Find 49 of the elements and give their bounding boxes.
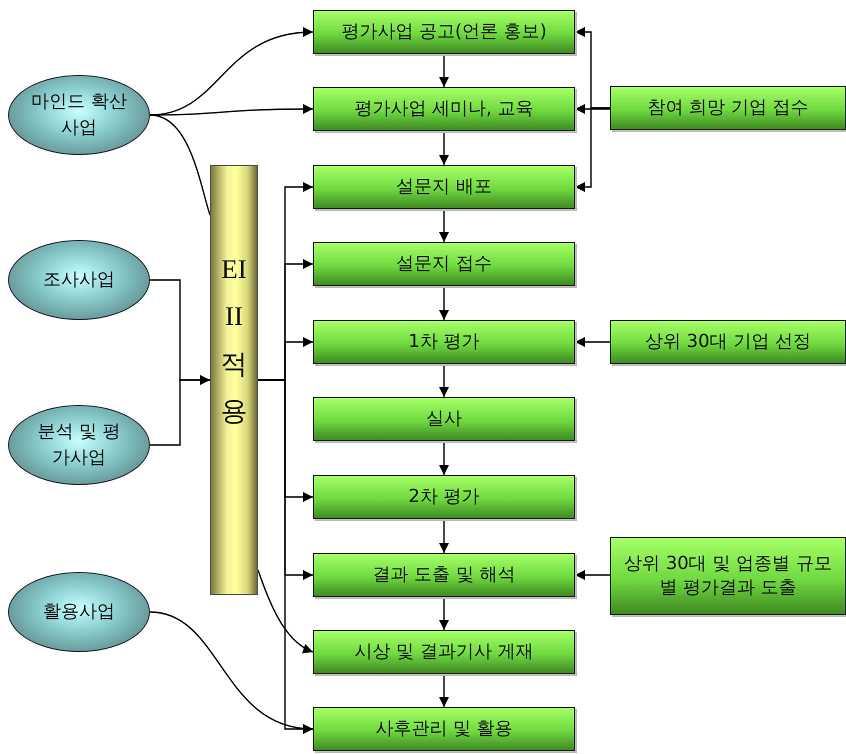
node-label: 실사	[426, 406, 462, 431]
arrow	[575, 337, 610, 347]
arrow	[150, 28, 314, 116]
process-box	[313, 10, 575, 54]
node-label: 조사사업	[43, 268, 115, 292]
process-box	[313, 165, 575, 209]
arrow	[439, 364, 449, 397]
vertical-label: EIII 적용	[220, 253, 248, 428]
node-label: 평가사업 세미나, 교육	[354, 96, 534, 121]
process-box	[313, 630, 575, 674]
arrow	[257, 570, 314, 653]
node-label: 참여 희망 기업 접수	[647, 96, 809, 120]
process-box	[610, 537, 846, 615]
process-box	[313, 553, 575, 597]
arrow	[439, 54, 449, 87]
arrow	[575, 107, 610, 192]
node-label: 평가사업 공고(언론 홍보)	[341, 20, 547, 44]
arrow	[439, 286, 449, 320]
arrow	[150, 611, 314, 733]
node-label: 2차 평가	[408, 484, 480, 509]
node-label: 상위 30대 기업 선정	[644, 330, 812, 354]
process-box	[313, 397, 575, 441]
node-label: 시상 및 결과기사 게재	[354, 640, 534, 664]
arrow	[439, 519, 449, 553]
process-box	[610, 86, 846, 130]
node-label: 활용사업	[43, 600, 115, 624]
node-label: 결과 도출 및 해석	[372, 562, 516, 587]
arrow	[575, 104, 610, 114]
arrow	[439, 209, 449, 242]
node-label: 1차 평가	[408, 330, 480, 354]
process-box	[313, 320, 575, 364]
node-label: 사후관리 및 활용	[375, 716, 513, 741]
process-box	[610, 320, 846, 364]
node-label: 상위 30대 및 업종별 규모별 평가결과 도출	[623, 552, 833, 600]
process-box	[313, 707, 575, 751]
node-label: 설문지 배포	[396, 174, 492, 199]
process-box	[313, 475, 575, 519]
node-label: 마인드 확산사업	[31, 90, 127, 140]
arrow	[150, 375, 210, 446]
arrow	[439, 597, 449, 630]
arrow	[439, 441, 449, 475]
process-box	[313, 242, 575, 286]
arrow	[439, 674, 449, 707]
node-label: 설문지 접수	[396, 252, 492, 276]
node-label: 분석 및 평가사업	[36, 420, 122, 470]
arrow	[439, 131, 449, 165]
process-box	[313, 87, 575, 131]
vertical-bar	[210, 165, 258, 595]
arrow	[575, 570, 610, 580]
